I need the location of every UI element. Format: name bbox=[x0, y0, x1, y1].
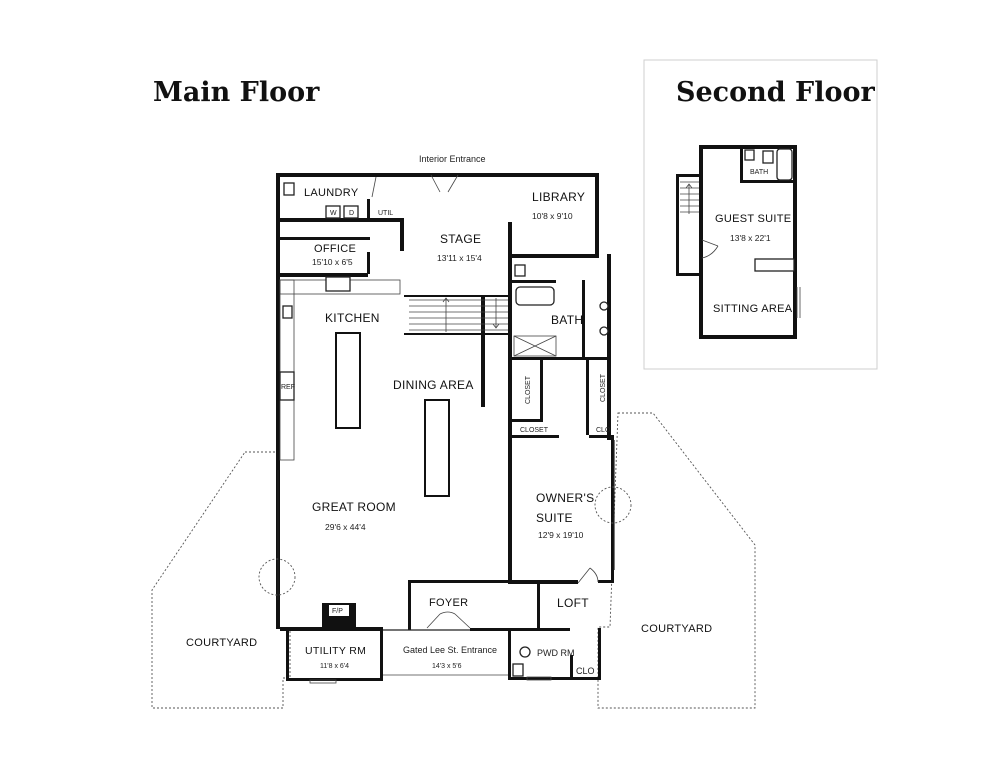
bathtub-icon bbox=[776, 148, 793, 181]
owners-suite-label-line2: SUITE bbox=[536, 511, 573, 525]
sink-icon bbox=[762, 150, 774, 164]
util-label: UTIL bbox=[378, 210, 393, 217]
stage-dimensions: 13'11 x 15'4 bbox=[437, 253, 482, 263]
bathtub-icon bbox=[515, 286, 555, 306]
interior-entrance-label: Interior Entrance bbox=[419, 154, 486, 164]
gated-entrance-dimensions: 14'3 x 5'6 bbox=[432, 663, 462, 670]
foyer-label: FOYER bbox=[429, 597, 468, 609]
main-floor-walls bbox=[276, 173, 614, 681]
bath-label: BATH bbox=[551, 313, 583, 327]
dryer-label: D bbox=[349, 210, 354, 217]
pwd-rm-label: PWD RM bbox=[537, 648, 575, 658]
closet-label-2: CLOSET bbox=[600, 373, 607, 402]
sitting-area-label: SITTING AREA bbox=[713, 303, 793, 315]
owners-suite-label-line1: OWNER'S bbox=[536, 491, 594, 505]
office-label: OFFICE bbox=[314, 243, 356, 255]
courtyard-right bbox=[597, 412, 756, 709]
stage-label: STAGE bbox=[440, 232, 481, 246]
fireplace-label: F/P bbox=[332, 608, 343, 615]
ref-label: REF bbox=[281, 384, 295, 391]
clo-label-2: CLO bbox=[576, 666, 595, 676]
laundry-label: LAUNDRY bbox=[304, 187, 359, 199]
dining-area-label: DINING AREA bbox=[393, 378, 474, 392]
courtyard-right-label: COURTYARD bbox=[641, 623, 712, 635]
loft-label: LOFT bbox=[557, 596, 589, 610]
toilet-icon bbox=[744, 149, 755, 161]
second-floor-stairs bbox=[680, 181, 699, 214]
washer-label: W bbox=[330, 210, 337, 217]
guest-suite-label: GUEST SUITE bbox=[715, 213, 791, 225]
office-dimensions: 15'10 x 6'5 bbox=[312, 257, 353, 267]
utility-rm-label: UTILITY RM bbox=[305, 645, 366, 657]
owners-suite-dimensions: 12'9 x 19'10 bbox=[538, 530, 584, 540]
courtyard-left bbox=[151, 451, 291, 709]
library-dimensions: 10'8 x 9'10 bbox=[532, 211, 573, 221]
closet-label-1: CLOSET bbox=[525, 375, 532, 404]
guest-suite-dimensions: 13'8 x 22'1 bbox=[730, 233, 771, 243]
courtyard-left-label: COURTYARD bbox=[186, 637, 257, 649]
library-label: LIBRARY bbox=[532, 190, 585, 204]
second-floor-heading: Second Floor bbox=[676, 77, 875, 108]
closet-label-3: CLOSET bbox=[520, 427, 549, 434]
second-floor-plan bbox=[676, 145, 801, 339]
gated-entrance-label: Gated Lee St. Entrance bbox=[403, 645, 497, 655]
great-room-dimensions: 29'6 x 44'4 bbox=[325, 522, 366, 532]
great-room-label: GREAT ROOM bbox=[312, 500, 396, 514]
main-floor-heading: Main Floor bbox=[153, 77, 320, 108]
clo-label-1: CLO bbox=[596, 427, 611, 434]
utility-rm-dimensions: 11'8 x 6'4 bbox=[320, 663, 349, 670]
second-floor-frame bbox=[643, 59, 878, 370]
toilet-icon bbox=[514, 264, 526, 277]
main-floor-details bbox=[258, 174, 632, 684]
kitchen-label: KITCHEN bbox=[325, 311, 380, 325]
second-bath-label: BATH bbox=[750, 169, 768, 176]
